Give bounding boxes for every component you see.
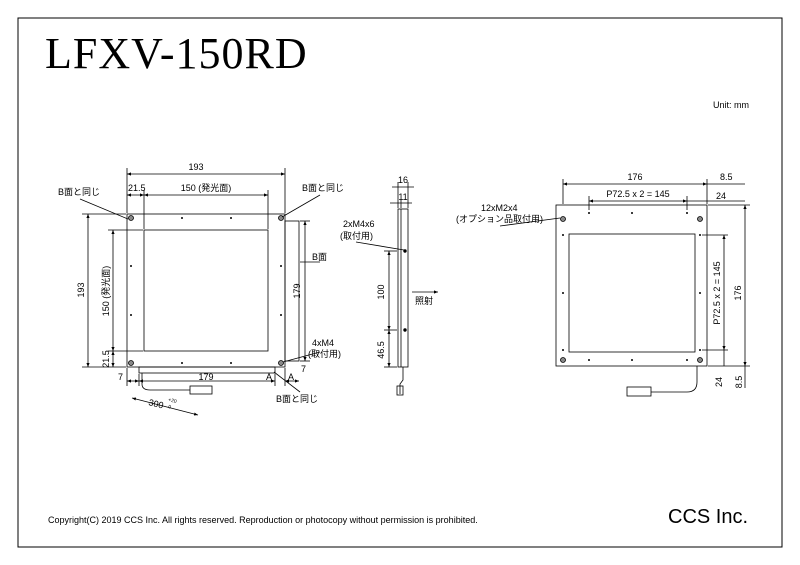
front-side-plate	[284, 220, 300, 362]
front-section-a-right: A	[288, 372, 294, 382]
front-note-b-same-bottom: B面と同じ	[276, 394, 318, 404]
front-screw-dots	[130, 217, 282, 364]
front-height-overall: 193	[76, 282, 86, 297]
front-left-offset: 21.5	[128, 183, 146, 193]
back-connector	[626, 386, 652, 397]
front-note-b-same-right: B面と同じ	[302, 183, 344, 193]
unit-label: Unit: mm	[713, 100, 749, 110]
back-pitch-h: P72.5 x 2 = 145	[606, 189, 669, 199]
back-hole-spec: 12xM2x4	[481, 203, 518, 213]
front-cable	[141, 373, 190, 391]
back-inner-window	[568, 233, 696, 353]
front-hole-tl	[128, 215, 134, 221]
front-cable-tol-plus: +20	[168, 397, 178, 405]
front-cable-tol-minus: 0	[168, 404, 172, 411]
front-bottom-left-margin: 7	[118, 372, 123, 382]
front-outer-frame	[126, 213, 286, 368]
back-hole-br	[697, 357, 703, 363]
side-view-labels: 16 11 2xM4x6 (取付用) 100 46.5 照射	[340, 175, 433, 359]
front-hole-spec: 4xM4	[312, 338, 334, 348]
front-bottom-width: 179	[198, 372, 213, 382]
side-thickness-total: 16	[398, 175, 408, 185]
front-b-face: B面	[312, 252, 327, 262]
back-hole-tl	[560, 216, 566, 222]
back-hole-note: (オプション品取付用)	[456, 214, 543, 224]
front-right-margin: 7	[301, 364, 306, 374]
side-body	[397, 208, 409, 368]
front-note-b-same-left: B面と同じ	[58, 187, 100, 197]
side-illumination: 照射	[415, 295, 433, 306]
front-hole-bl	[128, 360, 134, 366]
side-bottom-offset: 46.5	[376, 341, 386, 359]
back-right-inner: 24	[716, 191, 726, 201]
back-bottom-margin: 8.5	[734, 376, 744, 389]
front-emitting-area	[143, 229, 269, 352]
drawing-title: LFXV-150RD	[45, 29, 308, 78]
back-cable	[651, 366, 698, 393]
company-name: CCS Inc.	[668, 506, 749, 528]
front-connector	[189, 385, 213, 395]
front-section-a-left: A	[266, 372, 272, 382]
front-width-overall: 193	[188, 162, 203, 172]
side-hole-note: (取付用)	[340, 231, 373, 241]
back-view	[499, 179, 750, 397]
front-emitting-width: 150 (発光面)	[181, 182, 232, 193]
back-screw-dots	[562, 212, 701, 361]
front-emitting-height: 150 (発光面)	[100, 266, 111, 317]
front-bottom-offset: 21.5	[101, 350, 111, 368]
back-height-overall: 176	[733, 285, 743, 300]
back-outer-frame	[555, 204, 708, 367]
side-hole-bottom	[403, 328, 407, 332]
back-width-overall: 176	[627, 172, 642, 182]
front-view-labels: 193 21.5 150 (発光面) B面と同じ B面と同じ 193 150 (…	[58, 162, 344, 411]
sheet-border	[17, 17, 783, 548]
front-hole-br	[278, 360, 284, 366]
back-hole-tr	[697, 216, 703, 222]
side-hole-spec: 2xM4x6	[343, 219, 375, 229]
side-hole-top	[403, 249, 407, 253]
front-cable-length: 300	[148, 397, 165, 410]
back-view-labels: 176 P72.5 x 2 = 145 8.5 24 12xM2x4 (オプショ…	[456, 172, 744, 388]
back-hole-bl	[560, 357, 566, 363]
side-connector	[396, 385, 404, 396]
side-thickness-body: 11	[398, 192, 407, 202]
front-view	[79, 168, 321, 416]
copyright-notice: Copyright(C) 2019 CCS Inc. All rights re…	[48, 515, 478, 525]
side-view	[355, 182, 438, 396]
front-hole-note: (取付用)	[308, 349, 341, 359]
front-side-height: 179	[292, 283, 302, 298]
side-pitch: 100	[376, 284, 386, 299]
back-bottom-inner: 24	[714, 377, 724, 387]
side-cable	[399, 367, 404, 394]
back-right-margin: 8.5	[720, 172, 733, 182]
back-pitch-v: P72.5 x 2 = 145	[712, 261, 722, 324]
front-bottom-bracket	[138, 366, 276, 374]
